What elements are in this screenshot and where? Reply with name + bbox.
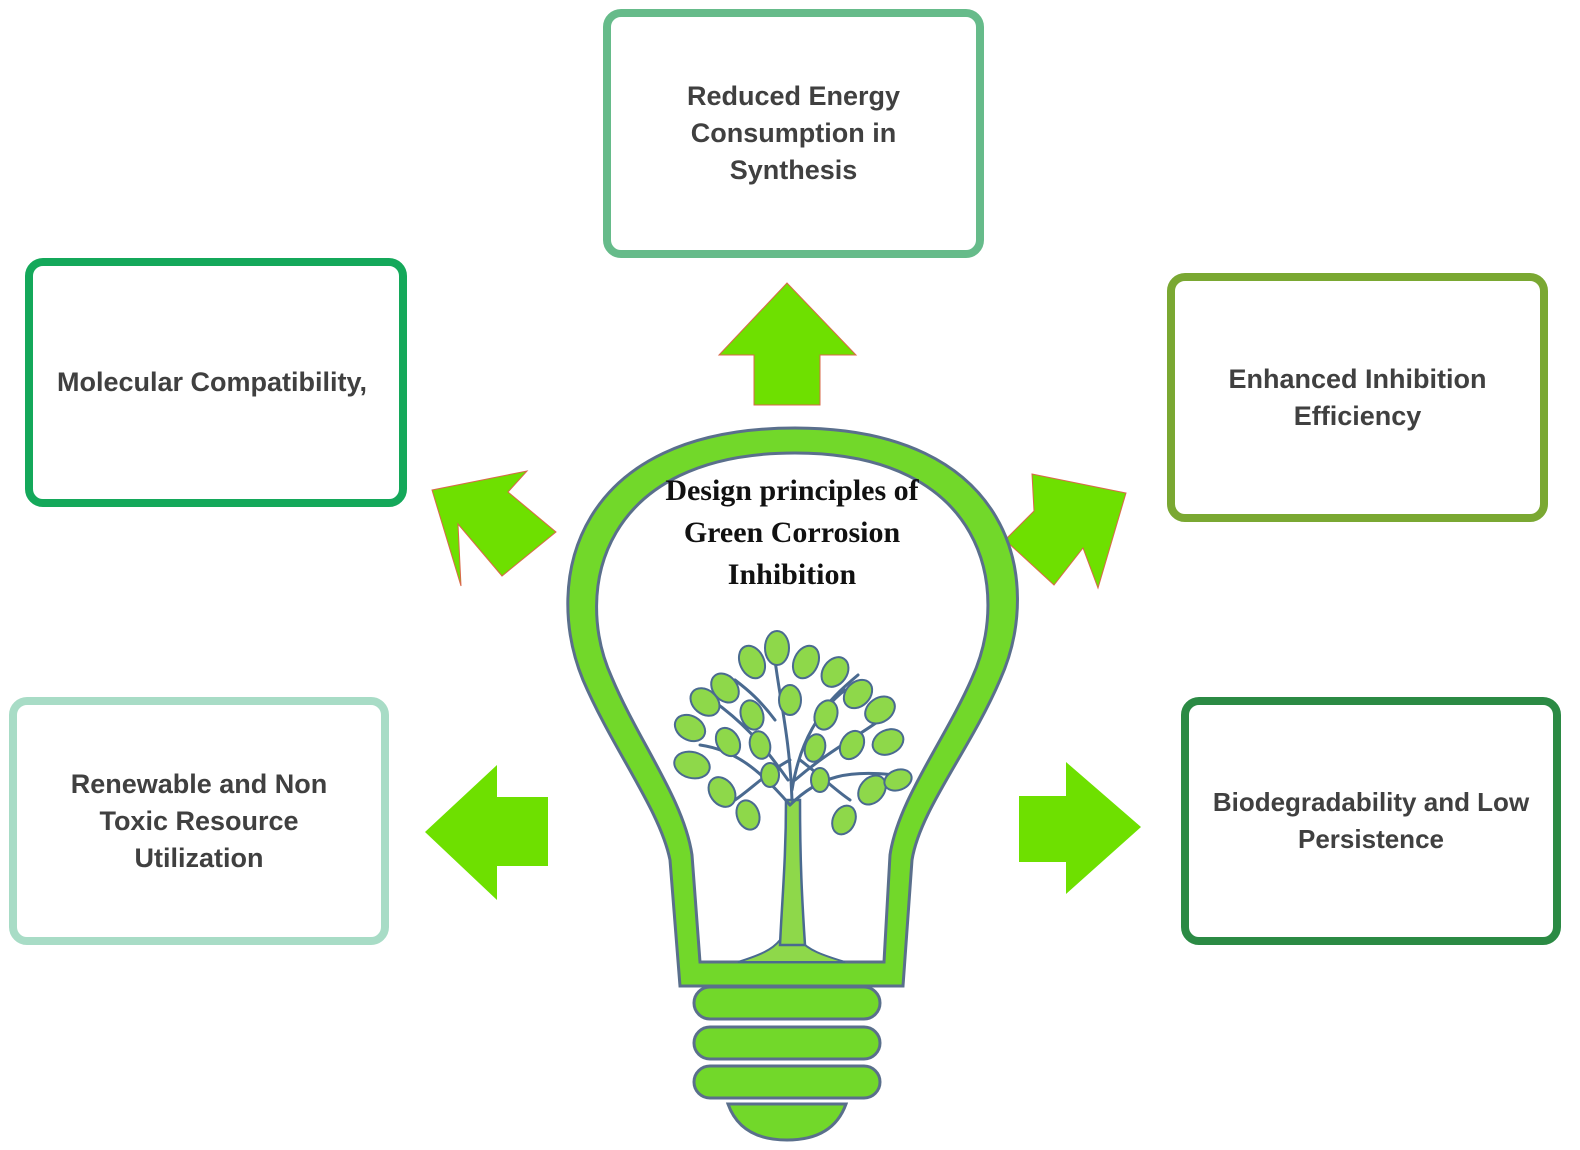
- arrow-up-icon: [717, 282, 858, 406]
- principle-label-bottom-left: Renewable and Non Toxic Resource Utiliza…: [70, 768, 328, 873]
- arrow-up-right-icon: [1004, 473, 1127, 590]
- tree-icon: [673, 630, 913, 963]
- arrow-right-icon: [1019, 762, 1141, 894]
- center-title: Design principles of Green Corrosion Inh…: [665, 474, 919, 591]
- principle-box-bottom-left: Renewable and Non Toxic Resource Utiliza…: [9, 697, 389, 945]
- principle-label-bottom-right: Biodegradability and Low Persistence: [1212, 787, 1530, 854]
- principle-label-top-left: Molecular Compatibility,: [56, 367, 368, 397]
- principle-box-top: Reduced Energy Consumption in Synthesis: [603, 9, 984, 258]
- arrow-left-icon: [425, 765, 548, 900]
- arrow-up-left-icon: [431, 470, 557, 587]
- principle-box-top-right: Enhanced Inhibition Efficiency: [1167, 273, 1548, 522]
- principle-box-bottom-right: Biodegradability and Low Persistence: [1181, 697, 1561, 945]
- principle-label-top-right: Enhanced Inhibition Efficiency: [1228, 363, 1487, 431]
- principle-label-top: Reduced Energy Consumption in Synthesis: [686, 81, 901, 185]
- principle-box-top-left: Molecular Compatibility,: [25, 258, 407, 507]
